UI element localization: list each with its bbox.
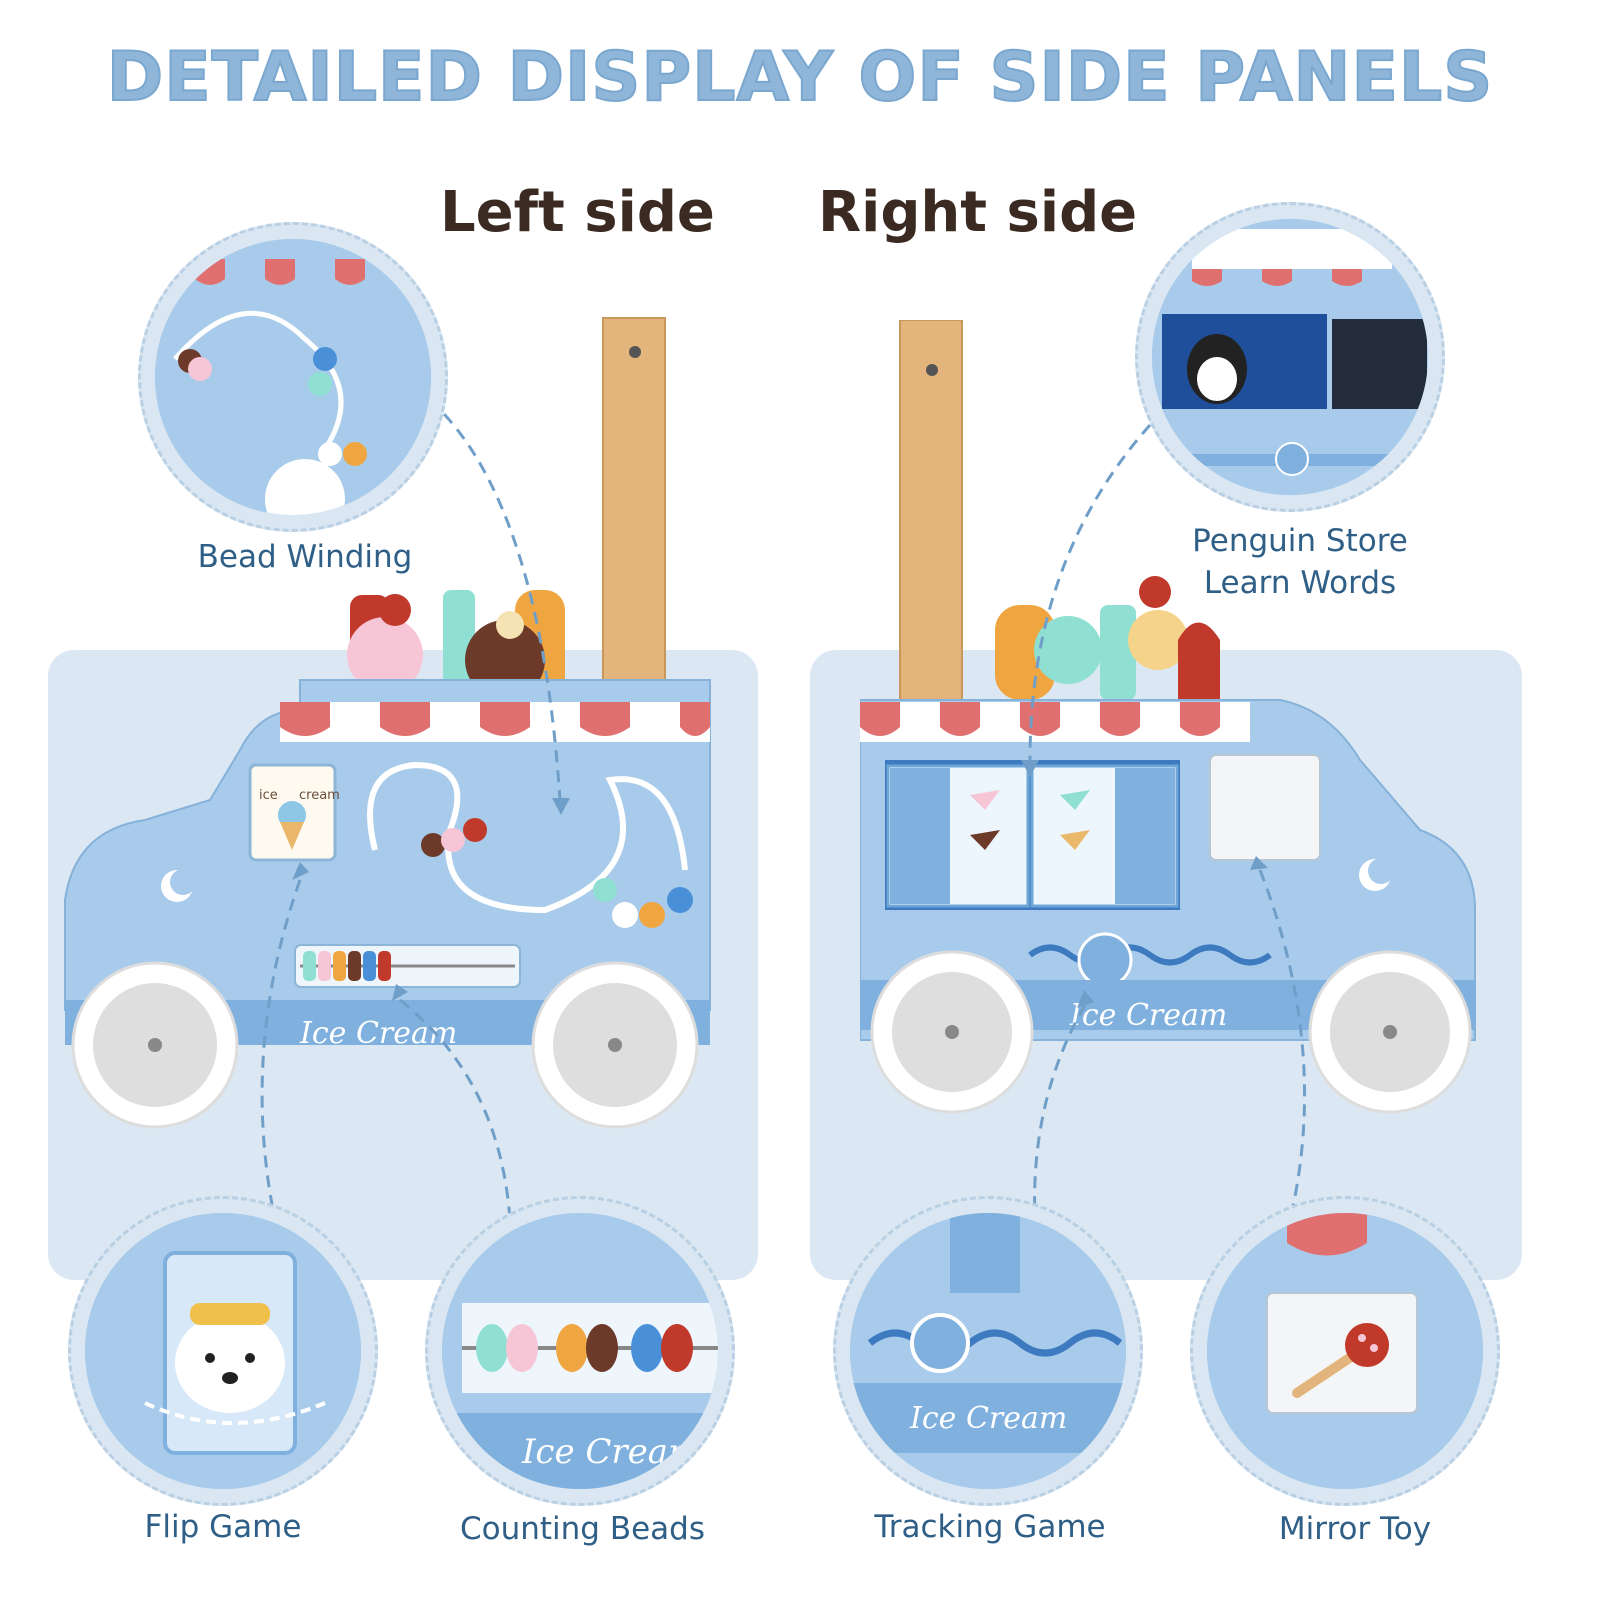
left-truck-ice-cream-text: Ice Cream [299, 1016, 457, 1051]
sticker-cream-text: cream [299, 788, 340, 803]
bead-winding-label: Bead Winding [197, 539, 413, 575]
flip-game-label: Flip Game [144, 1509, 302, 1545]
mirror-toy-label: Mirror Toy [1278, 1511, 1432, 1547]
tracking-game-ice-cream-text: Ice Cream [909, 1401, 1067, 1436]
tracking-game-label: Tracking Game [874, 1509, 1106, 1545]
counting-beads-label: Counting Beads [459, 1511, 706, 1547]
penguin-store-label: Penguin Store Learn Words [1150, 520, 1450, 604]
counting-beads-ice-cream-text: Ice Cream [521, 1432, 700, 1472]
right-side-heading: Right side [818, 180, 1138, 245]
bead-winding-closeup [138, 222, 448, 532]
tracking-game-closeup: Ice Cream [833, 1196, 1143, 1506]
right-truck-illustration: Ice Cream [860, 320, 1476, 1114]
left-truck-illustration: ice cream Ice Cream [64, 317, 711, 1129]
page-title: DETAILED DISPLAY OF SIDE PANELS [106, 37, 1494, 118]
penguin-store-label-line1: Penguin Store [1192, 523, 1408, 559]
right-truck-ice-cream-text: Ice Cream [1069, 998, 1227, 1033]
counting-beads-closeup: Ice Cream [425, 1196, 735, 1506]
penguin-store-label-line2: Learn Words [1203, 565, 1397, 601]
left-side-heading: Left side [440, 180, 715, 245]
flip-game-closeup [68, 1196, 378, 1506]
sticker-ice-text: ice [259, 788, 278, 803]
penguin-store-closeup [1135, 202, 1445, 512]
mirror-toy-closeup [1190, 1196, 1500, 1506]
